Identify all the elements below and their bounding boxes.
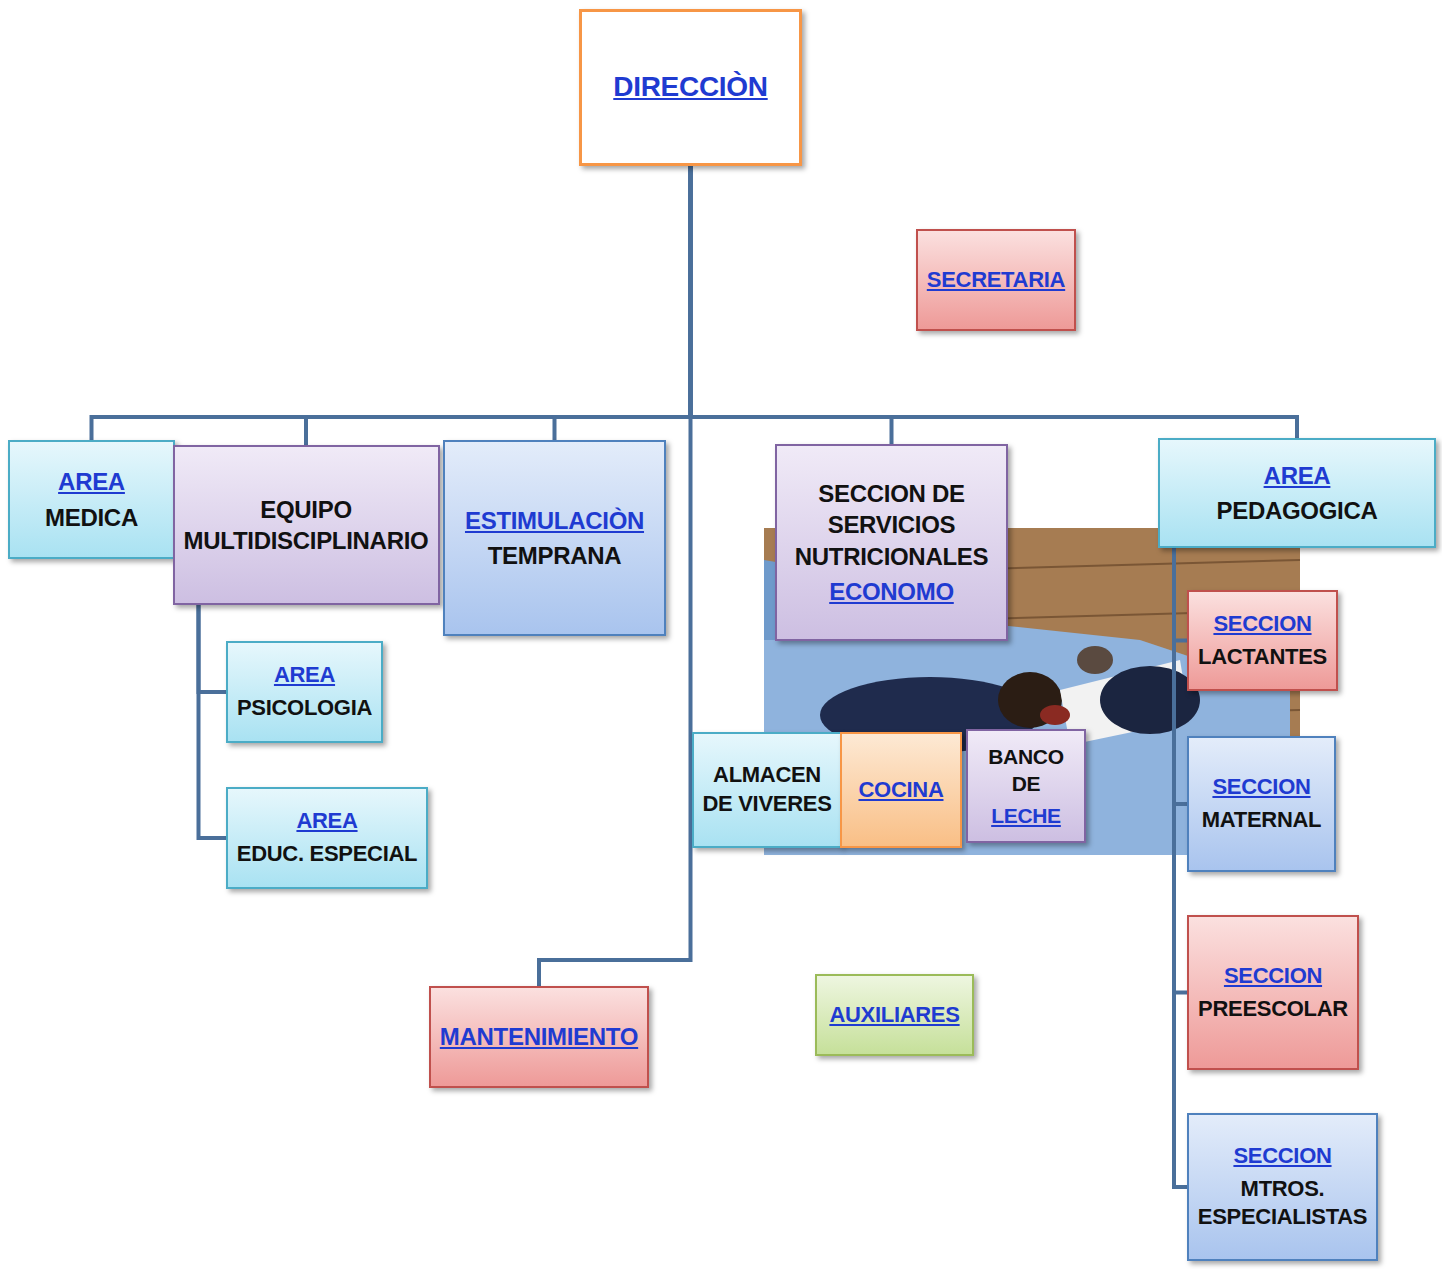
box-heading: COCINA xyxy=(848,776,954,805)
connector-line xyxy=(555,166,691,440)
section-box: SECCION MTROS. ESPECIALISTAS xyxy=(1187,1113,1378,1261)
connector-line xyxy=(92,166,691,440)
unit-box: COCINA xyxy=(840,732,962,848)
box-label: PSICOLOGIA xyxy=(234,694,375,723)
box-heading: AREA xyxy=(234,807,420,836)
area-box: AREA PEDAGOGICA xyxy=(1158,438,1436,548)
area-box: AREA PSICOLOGIA xyxy=(226,641,383,743)
box-label: EQUIPO MULTIDISCIPLINARIO xyxy=(181,494,432,556)
director-box: DIRECCIÒN xyxy=(579,9,802,166)
staff-box: AUXILIARES xyxy=(815,974,974,1056)
box-label: BANCO DE xyxy=(974,743,1078,798)
box-label: MEDICA xyxy=(16,502,167,533)
box-label: LACTANTES xyxy=(1195,643,1330,672)
section-box: SECCION PREESCOLAR xyxy=(1187,915,1359,1070)
section-box: SECCION LACTANTES xyxy=(1187,590,1338,691)
box-heading: SECCION xyxy=(1195,773,1328,802)
box-heading: AREA xyxy=(1166,460,1428,491)
staff-box: MANTENIMIENTO xyxy=(429,986,649,1088)
box-heading: SECRETARIA xyxy=(924,266,1068,295)
box-heading: AREA xyxy=(234,661,375,690)
connector-line xyxy=(691,166,892,444)
box-heading: AUXILIARES xyxy=(823,1001,966,1030)
connector-line xyxy=(199,605,227,692)
box-heading: LECHE xyxy=(974,802,1078,829)
area-box: ESTIMULACIÒN TEMPRANA xyxy=(443,440,666,636)
box-heading: SECCION xyxy=(1195,1142,1370,1171)
box-heading: ECONOMO xyxy=(783,576,1000,607)
box-heading: SECCION xyxy=(1195,962,1351,991)
section-box: SECCION MATERNAL xyxy=(1187,736,1336,872)
box-heading: SECCION xyxy=(1195,610,1330,639)
box-heading: AREA xyxy=(16,466,167,497)
box-label: TEMPRANA xyxy=(451,540,658,571)
connector-line xyxy=(691,166,1298,438)
connector-line xyxy=(306,166,691,445)
box-label: MATERNAL xyxy=(1195,806,1328,835)
box-label: PEDAGOGICA xyxy=(1166,495,1428,526)
staff-box: SECRETARIA xyxy=(916,229,1076,331)
connector-line xyxy=(1174,548,1187,1187)
box-label: EDUC. ESPECIAL xyxy=(234,840,420,869)
box-label: SECCION DE SERVICIOS NUTRICIONALES xyxy=(783,478,1000,572)
connector-line xyxy=(199,605,227,838)
box-label: PREESCOLAR xyxy=(1195,995,1351,1024)
box-label: ALMACEN DE VIVERES xyxy=(700,761,834,818)
area-box: AREA EDUC. ESPECIAL xyxy=(226,787,428,889)
box-heading: MANTENIMIENTO xyxy=(437,1021,641,1052)
unit-box: ALMACEN DE VIVERES xyxy=(692,732,842,848)
unit-box: BANCO DE LECHE xyxy=(966,729,1086,843)
area-box: AREA MEDICA xyxy=(8,440,175,559)
box-heading: DIRECCIÒN xyxy=(588,69,793,105)
section-box: SECCION DE SERVICIOS NUTRICIONALES ECONOM… xyxy=(775,444,1008,641)
box-heading: ESTIMULACIÒN xyxy=(451,505,658,536)
box-label: MTROS. ESPECIALISTAS xyxy=(1195,1175,1370,1232)
team-box: EQUIPO MULTIDISCIPLINARIO xyxy=(173,445,440,605)
